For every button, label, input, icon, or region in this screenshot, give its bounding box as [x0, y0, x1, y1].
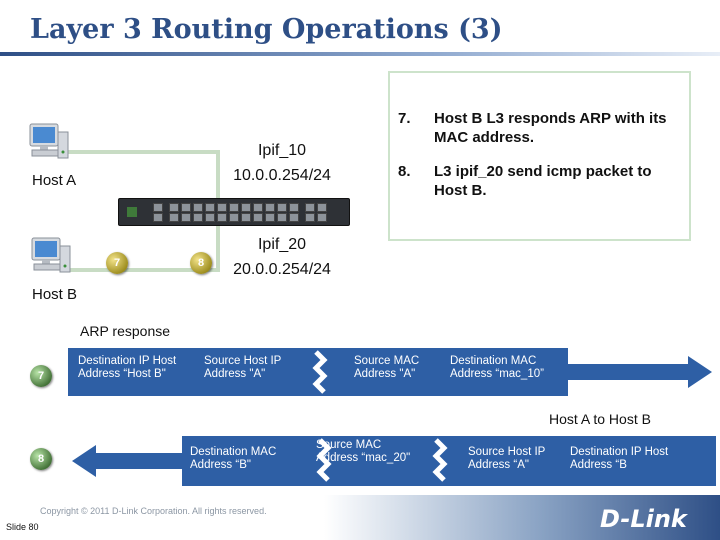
- note-7-text: Host B L3 responds ARP with its MAC addr…: [434, 110, 667, 146]
- ipif-20-name: Ipif_20: [257, 236, 307, 253]
- packet-8-src-ip: Source Host IP Address “A": [468, 446, 546, 471]
- d-link-logo: D-Link: [600, 505, 687, 533]
- packet-7-src-mac: Source MAC Address "A": [354, 355, 420, 380]
- footer-band: [0, 495, 720, 540]
- step-notes-box: 7. Host B L3 responds ARP with its MAC a…: [388, 71, 691, 241]
- computer-icon: [28, 122, 70, 171]
- computer-icon: [30, 236, 72, 285]
- copyright-text: Copyright © 2011 D-Link Corporation. All…: [40, 506, 267, 516]
- packet-8-title: Host A to Host B: [549, 411, 651, 427]
- ipif-10-name: Ipif_10: [257, 142, 307, 159]
- note-8-number: 8.: [398, 163, 411, 180]
- packet-7-frame: [68, 346, 714, 403]
- packet-8-dest-ip: Destination IP Host Address “B: [570, 446, 669, 471]
- link-host-b-up: [216, 222, 220, 272]
- step-8-marker: 8: [190, 252, 212, 274]
- l3-switch-icon: [118, 198, 350, 226]
- note-7: 7. Host B L3 responds ARP with its MAC a…: [398, 109, 679, 147]
- slide-number: Slide 80: [6, 522, 39, 532]
- packet-7-src-ip: Source Host IP Address "A": [204, 355, 282, 380]
- note-7-number: 7.: [398, 110, 411, 127]
- step-7-marker: 7: [106, 252, 128, 274]
- packet-7-title: ARP response: [80, 323, 171, 339]
- packet-7-dest-ip: Destination IP Host Address “Host B": [78, 355, 177, 380]
- ipif-20-address: 20.0.0.254/24: [233, 261, 331, 278]
- ipif-20-label: Ipif_20 20.0.0.254/24: [222, 232, 342, 282]
- packet-7-dest-mac: Destination MAC Address “mac_10”: [450, 355, 544, 380]
- packet-8-frame: [72, 434, 716, 493]
- host-a-label: Host A: [32, 172, 77, 189]
- ipif-10-address: 10.0.0.254/24: [233, 167, 331, 184]
- packet-8-src-mac: Source MAC Address “mac_20": [316, 439, 411, 464]
- packet-7-marker: 7: [30, 365, 52, 387]
- note-8: 8. L3 ipif_20 send icmp packet to Host B…: [398, 162, 679, 200]
- link-host-a: [64, 150, 220, 154]
- ipif-10-label: Ipif_10 10.0.0.254/24: [222, 138, 342, 188]
- packet-8-dest-mac: Destination MAC Address “B": [190, 446, 277, 471]
- host-b-label: Host B: [32, 286, 78, 303]
- packet-8-marker: 8: [30, 448, 52, 470]
- link-host-b: [64, 268, 220, 272]
- note-8-text: L3 ipif_20 send icmp packet to Host B.: [434, 163, 652, 199]
- slide-title: Layer 3 Routing Operations (3): [30, 14, 503, 45]
- link-host-a-down: [216, 150, 220, 200]
- title-divider: [0, 52, 720, 56]
